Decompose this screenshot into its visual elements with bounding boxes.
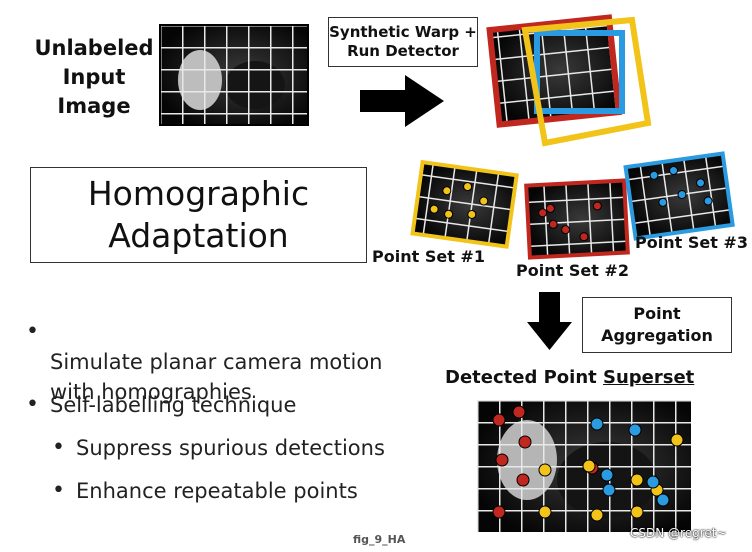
arrow-right-icon bbox=[360, 75, 444, 127]
point-set-1-image bbox=[410, 159, 519, 249]
bullet-dot: • bbox=[52, 435, 65, 460]
superset-underlined: Superset bbox=[603, 367, 695, 388]
bullet-dot: • bbox=[26, 319, 39, 344]
watermark: CSDN @regret~ bbox=[630, 526, 727, 540]
bullet-item-2: • Self-labelling technique bbox=[26, 390, 297, 420]
bullet-text: Enhance repeatable points bbox=[76, 479, 358, 503]
point-set-3-image bbox=[623, 151, 735, 241]
figure-caption: fig_9_HA bbox=[353, 533, 406, 546]
input-image-label: Unlabeled Input Image bbox=[34, 36, 154, 118]
superset-image bbox=[477, 400, 691, 532]
diagram-title: Homographic Adaptation bbox=[87, 174, 310, 255]
point-set-2-label: Point Set #2 bbox=[516, 261, 629, 280]
bullet-text: Simulate planar camera motion with homog… bbox=[50, 350, 383, 404]
bullet-item-1: • Simulate planar camera motion with homo… bbox=[26, 317, 383, 407]
point-aggregation-box: Point Aggregation bbox=[582, 297, 732, 353]
superset-prefix: Detected Point bbox=[445, 367, 604, 388]
bullet-dot: • bbox=[26, 392, 39, 417]
superset-label: Detected Point Superset bbox=[445, 367, 694, 388]
bullet-item-3: • Suppress spurious detections bbox=[52, 433, 385, 463]
title-box: Homographic Adaptation bbox=[30, 167, 367, 263]
bullet-dot: • bbox=[52, 478, 65, 503]
bullet-item-4: • Enhance repeatable points bbox=[52, 476, 358, 506]
point-set-2-image bbox=[524, 178, 630, 260]
bullet-text: Suppress spurious detections bbox=[76, 436, 385, 460]
bullet-text: Self-labelling technique bbox=[50, 393, 297, 417]
input-image bbox=[159, 24, 309, 126]
synthetic-warp-box: Synthetic Warp + Run Detector bbox=[328, 17, 478, 67]
point-set-1-label: Point Set #1 bbox=[372, 247, 485, 266]
arrow-down-icon bbox=[527, 292, 572, 350]
point-set-3-label: Point Set #3 bbox=[635, 233, 748, 252]
warped-images bbox=[486, 14, 652, 147]
